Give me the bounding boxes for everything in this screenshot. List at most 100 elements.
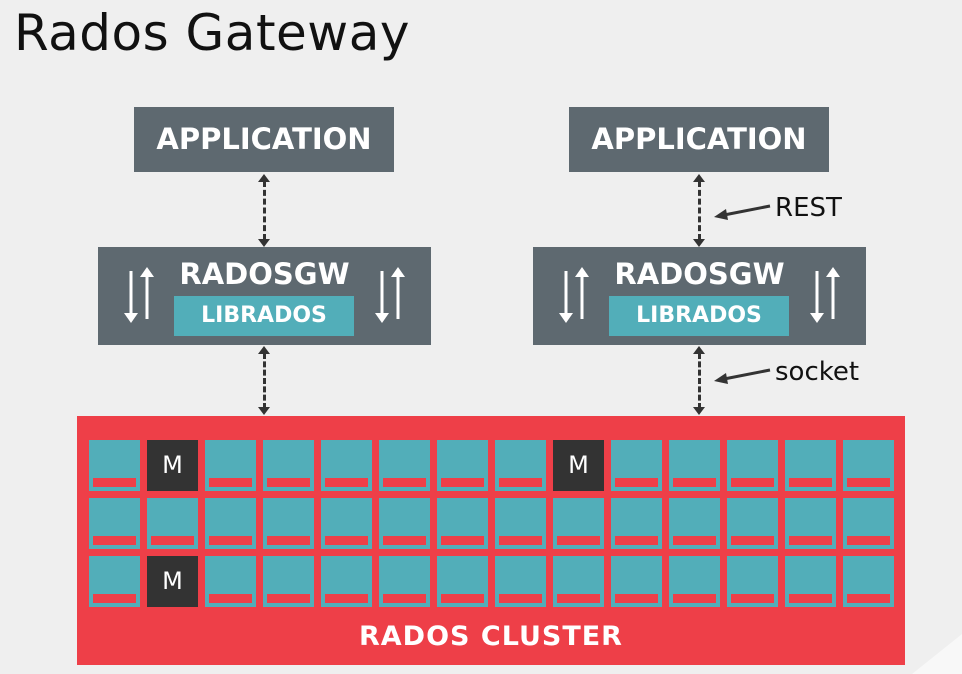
left-librados-box: LIBRADOS (174, 296, 354, 336)
right-application-box: APPLICATION (569, 107, 829, 172)
osd-node (495, 498, 546, 549)
rados-cluster-label: RADOS CLUSTER (359, 621, 623, 652)
osd-node (785, 440, 836, 491)
osd-node (611, 440, 662, 491)
osd-node-bar (93, 594, 136, 603)
osd-node (495, 556, 546, 607)
osd-node-bar (383, 594, 426, 603)
osd-node (263, 440, 314, 491)
osd-node (321, 440, 372, 491)
osd-node-bar (557, 594, 600, 603)
osd-node (553, 556, 604, 607)
osd-node-bar (847, 478, 890, 487)
osd-node-bar (441, 594, 484, 603)
osd-node (205, 498, 256, 549)
osd-node (495, 440, 546, 491)
page-title: Rados Gateway (14, 4, 410, 62)
osd-node-bar (731, 478, 774, 487)
left-librados-label: LIBRADOS (201, 303, 327, 328)
osd-node-bar (209, 478, 252, 487)
right-radosgw-arrows-left-icon (559, 267, 589, 323)
osd-node (843, 498, 894, 549)
rest-pointer-arrow-icon (714, 204, 771, 220)
osd-node-bar (673, 594, 716, 603)
osd-node (321, 556, 372, 607)
right-radosgw-label: RADOSGW (614, 257, 785, 291)
osd-node-bar (615, 536, 658, 545)
osd-node (669, 556, 720, 607)
monitor-label: M (162, 567, 183, 595)
left-radosgw-arrows-right-icon (375, 267, 405, 323)
osd-node-bar (789, 536, 832, 545)
osd-node-bar (151, 536, 194, 545)
left-application-label: APPLICATION (156, 122, 372, 156)
left-radosgw-box: RADOSGW LIBRADOS (98, 247, 431, 345)
osd-node-bar (731, 594, 774, 603)
right-radosgw-box: RADOSGW LIBRADOS (533, 247, 866, 345)
osd-node-bar (209, 594, 252, 603)
monitor-node: M (553, 440, 604, 491)
corner-decoration (912, 634, 962, 674)
osd-node (379, 498, 430, 549)
osd-node-bar (847, 594, 890, 603)
osd-node (727, 556, 778, 607)
left-radosgw-arrows-left-icon (124, 267, 154, 323)
osd-node-bar (383, 536, 426, 545)
osd-node (263, 556, 314, 607)
osd-node-bar (325, 478, 368, 487)
osd-node-bar (847, 536, 890, 545)
monitor-node: M (147, 440, 198, 491)
osd-node (437, 440, 488, 491)
monitor-label: M (162, 451, 183, 479)
monitor-label: M (568, 451, 589, 479)
osd-node-bar (267, 594, 310, 603)
osd-node (437, 556, 488, 607)
osd-node (785, 556, 836, 607)
osd-node-bar (325, 594, 368, 603)
osd-node (669, 498, 720, 549)
osd-node-bar (209, 536, 252, 545)
osd-node-bar (731, 536, 774, 545)
osd-node (263, 498, 314, 549)
osd-node (727, 498, 778, 549)
osd-node (611, 556, 662, 607)
right-radosgw-arrows-right-icon (810, 267, 840, 323)
osd-node (553, 498, 604, 549)
right-librados-label: LIBRADOS (636, 303, 762, 328)
osd-node-bar (615, 594, 658, 603)
rados-cluster: M M M RADOS CLUSTER (77, 416, 905, 665)
osd-node (727, 440, 778, 491)
osd-node (205, 556, 256, 607)
osd-node-bar (325, 536, 368, 545)
osd-node-bar (615, 478, 658, 487)
osd-node (379, 440, 430, 491)
socket-label: socket (775, 357, 860, 387)
osd-node-bar (673, 536, 716, 545)
osd-node-bar (441, 478, 484, 487)
monitor-node: M (147, 556, 198, 607)
osd-node-bar (383, 478, 426, 487)
osd-node (89, 498, 140, 549)
osd-node (89, 556, 140, 607)
osd-node (785, 498, 836, 549)
osd-node-bar (789, 478, 832, 487)
osd-node-bar (789, 594, 832, 603)
osd-node-bar (673, 478, 716, 487)
osd-node (843, 556, 894, 607)
osd-node (205, 440, 256, 491)
osd-node (669, 440, 720, 491)
osd-node (379, 556, 430, 607)
osd-node (321, 498, 372, 549)
osd-node-bar (93, 536, 136, 545)
osd-node-bar (499, 594, 542, 603)
osd-node-bar (267, 536, 310, 545)
osd-node-bar (93, 478, 136, 487)
osd-node (89, 440, 140, 491)
left-application-box: APPLICATION (134, 107, 394, 172)
osd-node (147, 498, 198, 549)
rest-label: REST (775, 193, 842, 223)
osd-node-bar (499, 478, 542, 487)
osd-node-bar (499, 536, 542, 545)
osd-node (611, 498, 662, 549)
osd-node-bar (267, 478, 310, 487)
